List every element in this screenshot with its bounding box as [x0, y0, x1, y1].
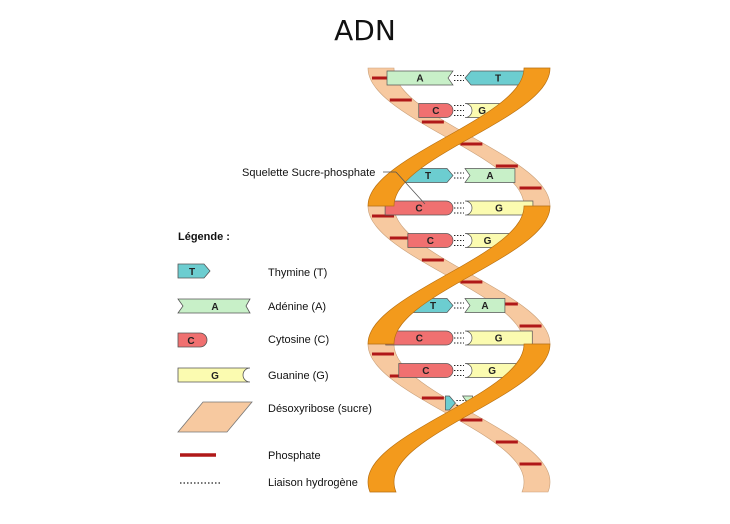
legend-label-sugar: Désoxyribose (sucre): [268, 403, 372, 415]
svg-text:C: C: [187, 336, 194, 347]
base-letter-left: T: [430, 301, 436, 312]
base-letter-left: C: [427, 236, 434, 247]
legend-cytosine: C Cytosine (C): [177, 332, 329, 348]
legend-label-cytosine: Cytosine (C): [268, 334, 329, 346]
legend-label-adenine: Adénine (A): [268, 301, 326, 313]
cytosine-base: [384, 200, 454, 216]
adenine-base: [386, 70, 454, 86]
thymine-base: [445, 395, 456, 411]
base-letter-right: G: [495, 204, 503, 215]
sugar-icon: [177, 401, 253, 433]
cytosine-base: [385, 330, 454, 346]
guanine-base: [464, 330, 533, 346]
page-title: ADN: [334, 14, 396, 47]
backbone-ribbon-front: [367, 205, 551, 345]
svg-text:A: A: [211, 302, 218, 313]
legend-label-hbond: Liaison hydrogène: [268, 477, 358, 489]
base-letter-left: A: [416, 74, 423, 85]
svg-text:G: G: [211, 371, 219, 382]
adenine-base: [464, 298, 506, 313]
legend-label-thymine: Thymine (T): [268, 267, 327, 279]
cytosine-icon: C: [177, 332, 208, 348]
legend-adenine: A Adénine (A): [177, 298, 326, 314]
backbone-ribbon-front: [367, 67, 551, 207]
backbone-front: [367, 67, 551, 493]
base-letter-left: C: [415, 204, 422, 215]
svg-text:T: T: [189, 267, 195, 278]
base-letter-right: G: [484, 236, 492, 247]
adenine-icon: A: [177, 298, 251, 314]
legend: Légende : T Thymine (T) A Adénine (A) C …: [177, 231, 372, 489]
annotation-label: Squelette Sucre-phosphate: [242, 167, 375, 179]
legend-label-phosphate: Phosphate: [268, 450, 321, 462]
legend-heading: Légende :: [178, 231, 230, 243]
guanine-base: [464, 363, 520, 378]
base-letter-right: G: [478, 106, 486, 117]
adenine-base: [464, 168, 516, 183]
legend-guanine: G Guanine (G): [177, 367, 329, 383]
base-letter-left: C: [422, 366, 429, 377]
base-letter-right: A: [486, 171, 493, 182]
guanine-base: [464, 200, 534, 216]
base-letter-right: T: [495, 74, 501, 85]
legend-hbond: Liaison hydrogène: [180, 477, 358, 489]
cytosine-base: [398, 363, 454, 378]
thymine-icon: T: [177, 263, 211, 279]
legend-phosphate: Phosphate: [180, 450, 321, 462]
base-letter-left: C: [432, 106, 439, 117]
legend-sugar: Désoxyribose (sucre): [177, 401, 372, 433]
cytosine-base: [418, 103, 454, 118]
base-letter-right: A: [481, 301, 488, 312]
base-letter-left: T: [425, 171, 431, 182]
base-letter-right: G: [495, 334, 503, 345]
base-letter-right: G: [488, 366, 496, 377]
annotation-leader: [395, 171, 426, 205]
guanine-icon: G: [177, 367, 251, 383]
legend-thymine: T Thymine (T): [177, 263, 327, 279]
backbone-ribbon-front: [367, 343, 551, 493]
cytosine-base: [407, 233, 454, 248]
legend-label-guanine: Guanine (G): [268, 370, 329, 382]
base-letter-left: C: [416, 334, 423, 345]
